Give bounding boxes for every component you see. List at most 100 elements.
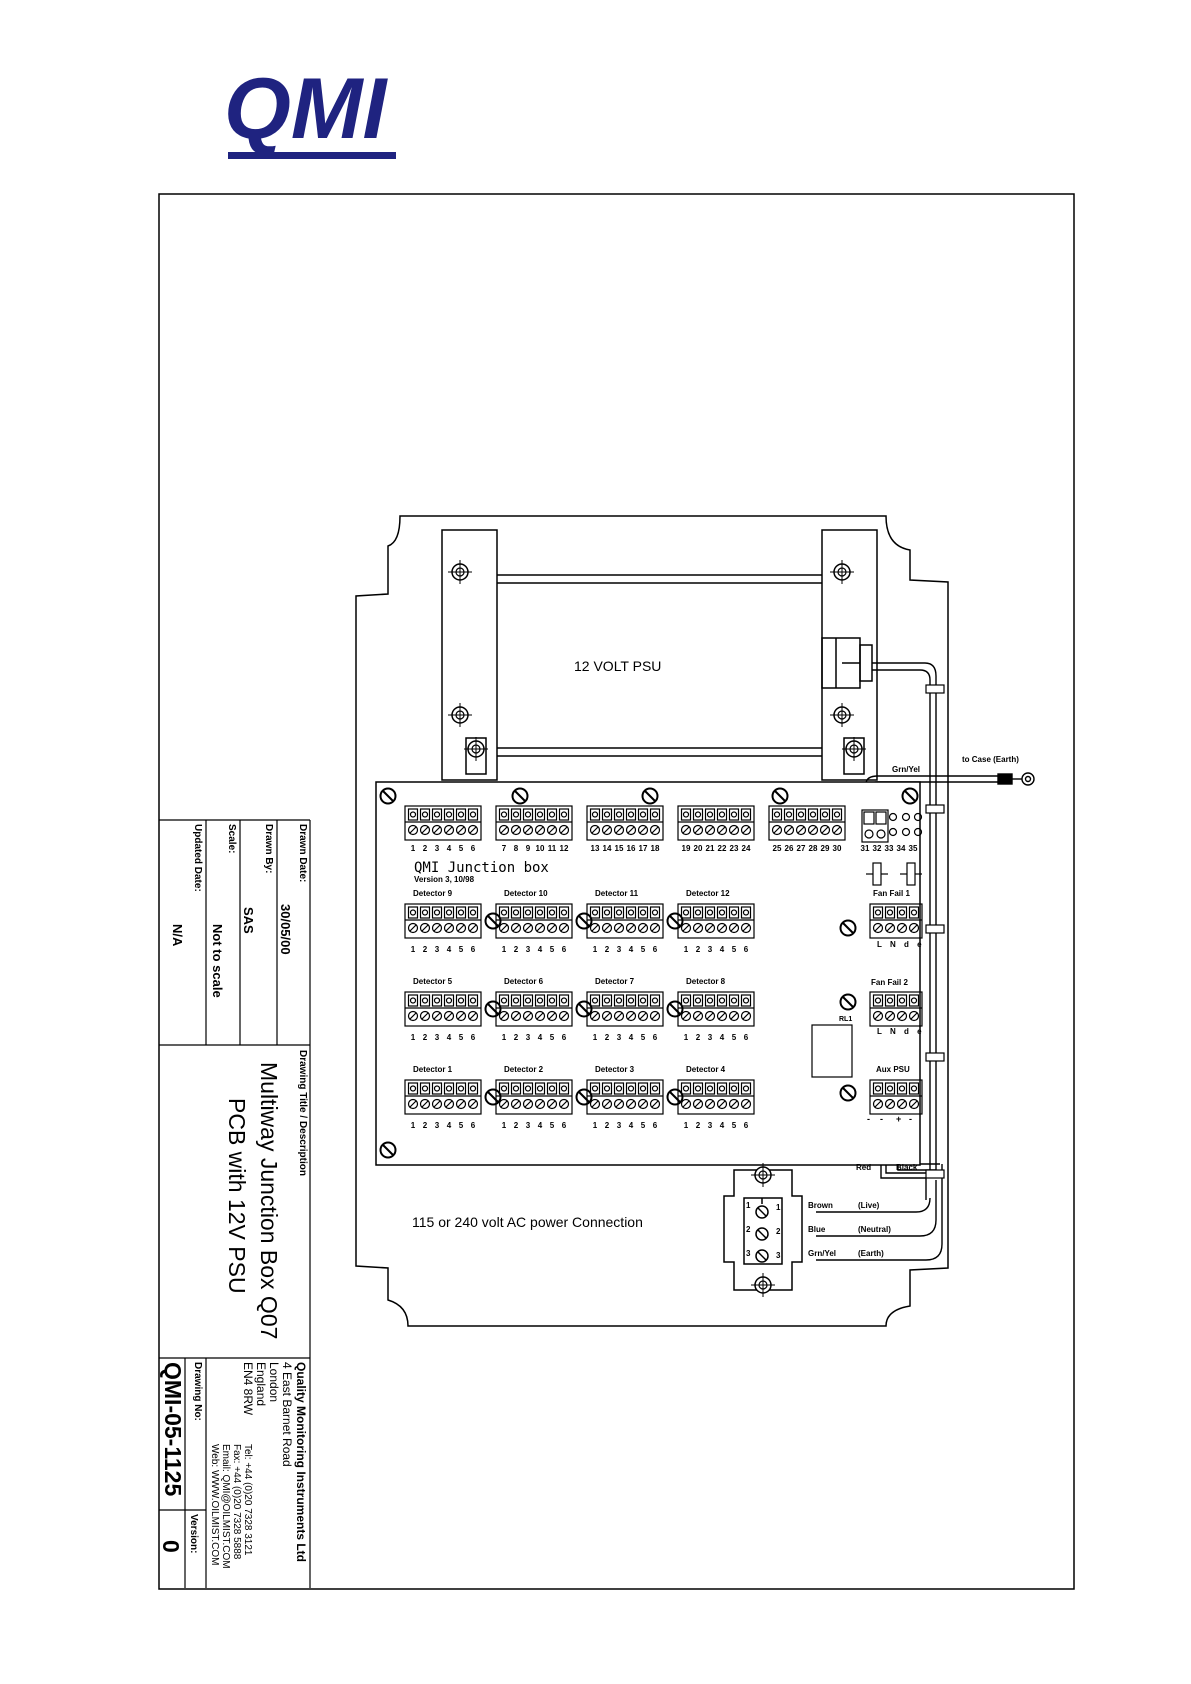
terminal-block [586, 991, 664, 1027]
mount-hole-icon [447, 702, 473, 728]
terminal-number: 1 [684, 1033, 689, 1042]
red-wire-label: Red [856, 1163, 871, 1172]
svg-text:Grn/Yel: Grn/Yel [808, 1249, 836, 1258]
terminal-number: 2 [423, 1121, 428, 1130]
terminal-number: 4 [720, 1033, 725, 1042]
pcb-screws [379, 787, 919, 1159]
svg-text:Brown: Brown [808, 1201, 833, 1210]
terminal-block [495, 1079, 573, 1115]
terminal-number: 12 [560, 844, 569, 853]
terminal-number: 6 [562, 1121, 567, 1130]
screw-icon [666, 912, 684, 930]
terminal-number: 35 [909, 844, 918, 853]
terminal-number: 20 [694, 844, 703, 853]
svg-text:1: 1 [746, 1201, 751, 1210]
terminal-number: 2 [605, 945, 610, 954]
terminal-block [586, 1079, 664, 1115]
terminal-number: 1 [593, 945, 598, 954]
enclosure-outline [355, 515, 949, 1327]
terminal-number: 19 [682, 844, 691, 853]
screw-icon [575, 912, 593, 930]
terminal-number: 3 [526, 945, 531, 954]
svg-text:(Live): (Live) [858, 1201, 880, 1210]
terminal-number: 1 [411, 1033, 416, 1042]
terminal-number: 3 [617, 945, 622, 954]
terminal-number: 5 [550, 1121, 555, 1130]
ac-mount-hole-icon [750, 1272, 776, 1298]
terminal-number: 3 [617, 1121, 622, 1130]
terminal-number: 2 [423, 945, 428, 954]
psu-label: 12 VOLT PSU [574, 658, 661, 674]
screw-icon [379, 1141, 397, 1159]
screw-icon [641, 787, 659, 805]
terminal-number: 5 [641, 1033, 646, 1042]
terminal-number: 13 [591, 844, 600, 853]
ac-mount-hole-icon [750, 1162, 776, 1188]
terminal-block [677, 991, 755, 1027]
terminal-block [495, 805, 573, 841]
svg-text:-: - [880, 1114, 883, 1124]
terminal-number: 10 [536, 844, 545, 853]
screw-icon [839, 1084, 857, 1102]
fan-fail-1-pins: L N d e [877, 940, 925, 949]
detector-label: Detector 12 [686, 889, 730, 898]
detector-label: Detector 6 [504, 977, 544, 986]
terminal-number: 1 [502, 1121, 507, 1130]
detector-label: Detector 5 [413, 977, 453, 986]
terminal-number: 3 [526, 1121, 531, 1130]
terminal-block [586, 903, 664, 939]
terminal-number: 2 [605, 1121, 610, 1130]
terminal-number: 14 [603, 844, 612, 853]
terminal-number: 5 [641, 945, 646, 954]
terminal-number: 2 [514, 1121, 519, 1130]
terminal-number: 5 [732, 1033, 737, 1042]
terminal-number: 1 [684, 945, 689, 954]
mount-hole-icon [841, 736, 867, 762]
detector-label: Detector 11 [595, 889, 639, 898]
terminal-block [869, 903, 923, 939]
terminal-number: 4 [538, 1121, 543, 1130]
terminal-block [768, 805, 846, 841]
aux-psu-pins: - - + - [867, 1114, 912, 1124]
svg-text:Blue: Blue [808, 1225, 826, 1234]
terminal-block [869, 1079, 923, 1115]
svg-text:2: 2 [776, 1227, 781, 1236]
terminal-number: 4 [720, 1121, 725, 1130]
detector-label: Detector 9 [413, 889, 453, 898]
detector-label: Detector 3 [595, 1065, 635, 1074]
fan-fail-2-label: Fan Fail 2 [871, 978, 908, 987]
aux-psu-label: Aux PSU [876, 1065, 910, 1074]
terminal-block [677, 903, 755, 939]
detector-label: Detector 4 [686, 1065, 726, 1074]
logo-text: QMI [224, 61, 389, 157]
screw-icon [771, 787, 789, 805]
terminal-number: 3 [708, 945, 713, 954]
terminal-number: 24 [742, 844, 751, 853]
terminal-number: 34 [897, 844, 906, 853]
right-terminal-blocks [869, 903, 923, 1115]
terminal-number: 28 [809, 844, 818, 853]
terminal-block [404, 903, 482, 939]
screw-icon [379, 787, 397, 805]
terminal-number: 3 [526, 1033, 531, 1042]
mount-hole-icon [463, 736, 489, 762]
fan-fail-1-label: Fan Fail 1 [873, 889, 910, 898]
screw-icon [666, 1000, 684, 1018]
terminal-number: 3 [435, 1121, 440, 1130]
logo-underline [228, 152, 396, 159]
terminal-number: 15 [615, 844, 624, 853]
detector-label: Detector 7 [595, 977, 635, 986]
terminal-number: 8 [514, 844, 519, 853]
terminal-number: 7 [502, 844, 507, 853]
terminal-number: 4 [538, 945, 543, 954]
mount-hole-icon [447, 559, 473, 585]
terminal-number: 18 [651, 844, 660, 853]
terminal-block [495, 991, 573, 1027]
screw-icon [484, 1000, 502, 1018]
terminal-number: 16 [627, 844, 636, 853]
extra-terminal-strip [861, 809, 923, 886]
screw-icon [839, 919, 857, 937]
sheet-border [158, 193, 1075, 1590]
